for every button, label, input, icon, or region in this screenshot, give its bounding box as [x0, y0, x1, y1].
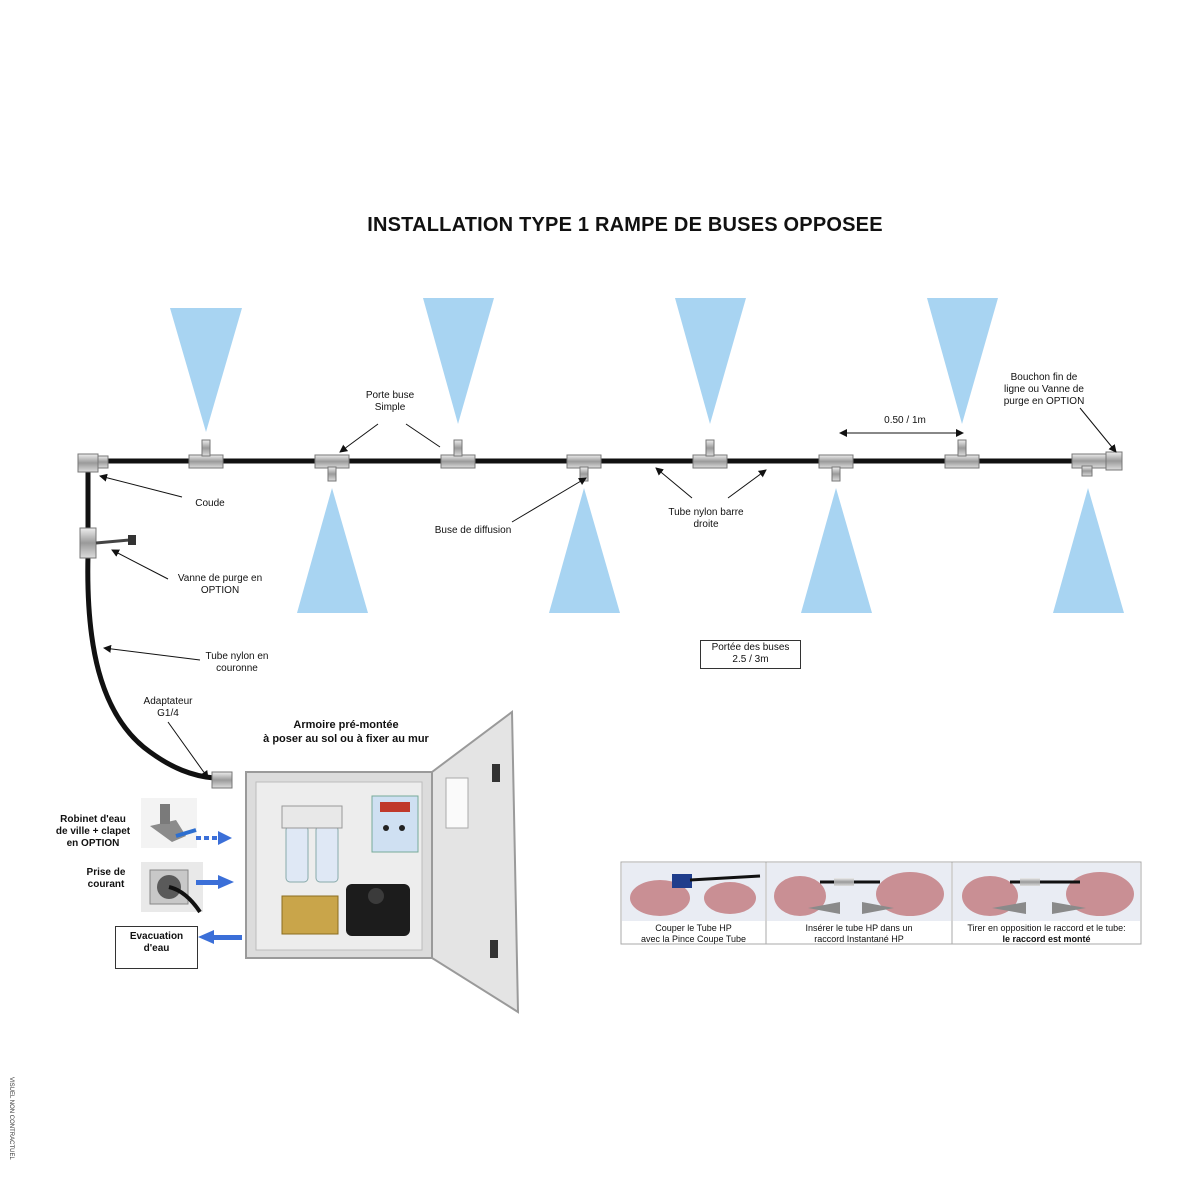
- spray-cone: [675, 298, 746, 424]
- spray-cone: [170, 308, 242, 432]
- pump: [282, 896, 338, 934]
- arrow-drain-out: [214, 935, 242, 940]
- label-tube-barre: Tube nylon barre droite: [660, 507, 752, 531]
- arrow-power-in: [196, 880, 218, 885]
- callout-bouchon: [1080, 408, 1116, 452]
- label-coude: Coude: [184, 498, 236, 510]
- spray-cone: [1053, 488, 1124, 613]
- spray-cone: [297, 488, 368, 613]
- label-robinet: Robinet d'eau de ville + clapet en OPTIO…: [50, 814, 136, 850]
- callout-couronne: [104, 648, 200, 660]
- label-prise: Prise de courant: [82, 867, 130, 891]
- label-bouchon: Bouchon fin de ligne ou Vanne de purge e…: [1000, 372, 1088, 408]
- water-filter: [286, 826, 308, 882]
- spray-cone: [927, 298, 998, 424]
- arrow-water-in: [196, 836, 201, 840]
- adapter-g14: [212, 772, 232, 788]
- water-filter: [316, 826, 338, 882]
- callout-coude: [100, 476, 182, 497]
- spray-cone: [549, 488, 620, 613]
- callout-vanne: [112, 550, 168, 579]
- step-caption-3: Tirer en opposition le raccord et le tub…: [953, 923, 1140, 945]
- spray-cones-top: [170, 298, 998, 432]
- callout-tube-right: [728, 470, 766, 498]
- callout-tube-left: [656, 468, 692, 498]
- elbow-fitting: [78, 454, 108, 472]
- label-vanne-purge: Vanne de purge en OPTION: [168, 573, 272, 597]
- faucet-picture: [141, 798, 197, 848]
- nozzle-holder-up: [693, 440, 727, 468]
- label-tube-couronne: Tube nylon en couronne: [196, 651, 278, 675]
- label-buse-diffusion: Buse de diffusion: [428, 525, 518, 537]
- nozzle-holder-down: [819, 455, 853, 481]
- spray-cone: [801, 488, 872, 613]
- callout-porte-buse-left: [340, 424, 378, 452]
- label-evacuation: Evacuation d'eau: [115, 926, 198, 969]
- step-caption-2: Insérer le tube HP dans un raccord Insta…: [767, 923, 951, 945]
- callout-adaptateur: [168, 722, 208, 778]
- label-portee: Portée des buses 2.5 / 3m: [700, 640, 801, 669]
- purge-valve: [80, 528, 136, 558]
- callout-buse: [512, 478, 586, 522]
- nozzle-holder-down: [315, 455, 349, 481]
- nozzle-holder-up: [441, 440, 475, 468]
- spray-cone: [423, 298, 494, 424]
- step-caption-1: Couper le Tube HP avec la Pince Coupe Tu…: [622, 923, 765, 945]
- end-cap: [1072, 452, 1122, 476]
- callout-porte-buse-right: [406, 424, 440, 447]
- nozzle-holder-up: [189, 440, 223, 468]
- nozzle-holder-up: [945, 440, 979, 468]
- label-adaptateur: Adaptateur G1/4: [140, 696, 196, 720]
- nozzle-holder-down: [567, 455, 601, 481]
- label-porte-buse: Porte buse Simple: [355, 390, 425, 414]
- label-armoire: Armoire pré-montée à poser au sol ou à f…: [246, 718, 446, 746]
- diagram-title: INSTALLATION TYPE 1 RAMPE DE BUSES OPPOS…: [0, 214, 1191, 237]
- power-socket-picture: [141, 862, 203, 912]
- cabinet-door: [432, 712, 518, 1012]
- cabinet: [246, 712, 518, 1012]
- footer-disclaimer: VISUEL NON CONTRACTUEL: [4, 1077, 14, 1177]
- label-spacing: 0.50 / 1m: [872, 415, 938, 427]
